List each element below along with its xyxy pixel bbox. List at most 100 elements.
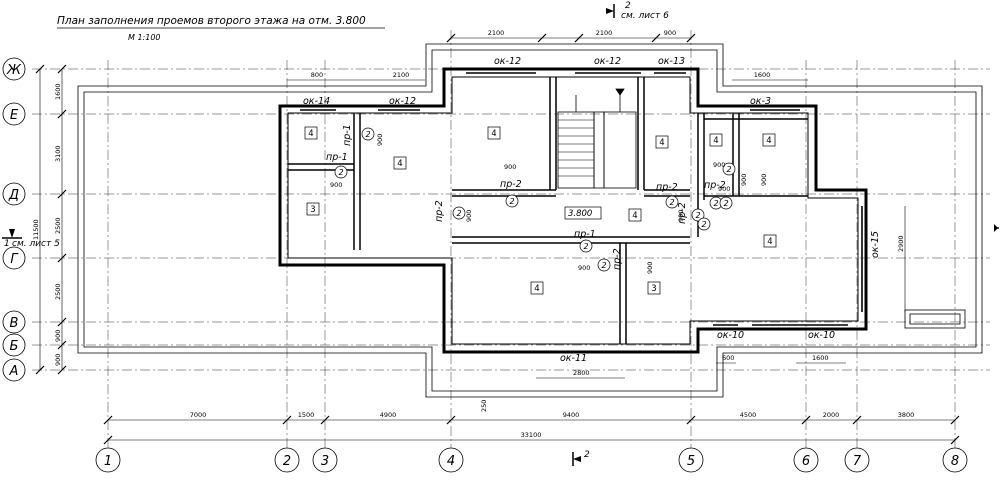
opening-dim: 900: [718, 185, 730, 193]
dim-250: 250: [480, 400, 488, 412]
window-label: ок-12: [494, 56, 521, 67]
door-label: пр-2: [677, 202, 688, 224]
dim-600: 600: [722, 354, 734, 362]
dim-2900: 2900: [897, 235, 905, 252]
room-tag: 4: [767, 237, 772, 247]
door-label: пр-2: [612, 248, 623, 270]
window-label: ок-14: [303, 96, 330, 107]
window-label: ок-13: [658, 56, 685, 67]
dim-bottom: 4900: [380, 411, 397, 419]
axis-label-v: В: [10, 316, 19, 331]
door-type-mark: 2: [601, 261, 606, 270]
axis-label-b: Б: [10, 339, 19, 354]
opening-dim: 900: [760, 174, 768, 186]
door-type-mark: 2: [726, 165, 731, 174]
axis-label-zh: Ж: [6, 63, 22, 78]
dim-bottom: 3800: [898, 411, 915, 419]
axis-label-a: А: [9, 364, 19, 379]
dim-bottom-total: 33100: [521, 431, 542, 439]
dim-right-top: 1600: [754, 71, 771, 79]
opening-dim: 900: [330, 181, 342, 189]
window-label: ок-11: [560, 353, 587, 364]
door-type-mark: 2: [583, 242, 588, 251]
opening-dim: 900: [578, 264, 590, 272]
dim-left: 1600: [54, 83, 62, 100]
axis-label-1: 1: [104, 454, 112, 469]
axis-label-6: 6: [802, 454, 810, 469]
exterior-walls: [278, 67, 868, 354]
axis-label-8: 8: [951, 454, 959, 469]
door-type-mark: 2: [509, 197, 514, 206]
dim-2800: 2800: [573, 369, 590, 377]
dim-bottom: 9400: [563, 411, 580, 419]
door-type-mark: 2: [713, 199, 718, 208]
opening-dim: 900: [740, 174, 748, 186]
section-number-left: 1: [4, 239, 10, 249]
drawing-scale: М 1:100: [128, 33, 161, 42]
door-type-mark: 2: [669, 198, 674, 207]
axis-label-g: Г: [10, 252, 19, 267]
section-number-top: 2: [625, 1, 631, 11]
dim-bottom: 7000: [190, 411, 207, 419]
door-type-mark: 2: [723, 199, 728, 208]
door-label: пр-2: [434, 200, 445, 222]
dim-top: 2100: [488, 29, 505, 37]
opening-dim: 900: [677, 210, 685, 222]
window-label: ок-12: [594, 56, 621, 67]
section-mark-right: [994, 224, 999, 232]
dim-left: 2500: [54, 217, 62, 234]
room-tag: 4: [713, 136, 718, 146]
level-mark: 3.800: [564, 206, 602, 220]
room-tag: 4: [534, 284, 539, 294]
door-label: пр-2: [656, 182, 678, 193]
axis-label-3: 3: [321, 454, 329, 469]
dim-bottom: 2000: [823, 411, 840, 419]
window-openings: [300, 72, 863, 353]
dim-bottom: 4500: [740, 411, 757, 419]
section-mark-bottom: 2: [572, 450, 590, 466]
dim-left: 3100: [54, 145, 62, 162]
drawing-title: План заполнения проемов второго этажа на…: [57, 15, 366, 27]
dim-left: 2500: [54, 283, 62, 300]
door-label: пр-1: [574, 229, 596, 240]
room-tag: 4: [632, 211, 637, 221]
dim-bottom: 1500: [298, 411, 315, 419]
room-tag: 3: [651, 284, 656, 294]
opening-dim: 900: [646, 262, 654, 274]
door-label: пр-1: [326, 152, 348, 163]
window-label: ок-15: [870, 231, 881, 258]
interior-walls: [288, 77, 808, 344]
door-type-mark: 2: [365, 130, 370, 139]
slab-outline: [77, 43, 983, 398]
door-label: пр-2: [704, 180, 726, 191]
room-tag: 4: [308, 129, 313, 139]
room-tag: 4: [491, 129, 496, 139]
staircase: [557, 88, 637, 189]
room-tag: 4: [397, 159, 402, 169]
door-label: пр-1: [342, 124, 353, 146]
dim-upper-left: 2100: [393, 71, 410, 79]
door-type-mark: 2: [456, 209, 461, 218]
axis-label-d: Д: [8, 188, 19, 203]
section-number-bottom: 2: [584, 450, 590, 460]
room-tag: 3: [310, 205, 315, 215]
door-type-mark: 2: [701, 220, 706, 229]
dim-top: 900: [664, 29, 676, 37]
window-label: ок-3: [750, 96, 771, 107]
axis-label-e: Е: [10, 108, 19, 123]
opening-dim: 900: [465, 210, 473, 222]
dim-top: 2100: [596, 29, 613, 37]
door-type-mark: 2: [338, 168, 343, 177]
dim-upper-left: 800: [311, 71, 323, 79]
sheet-ref-left: см. лист 5: [12, 239, 60, 249]
window-label: ок-10: [808, 330, 835, 341]
section-mark-left: 1 см. лист 5: [2, 229, 60, 249]
dim-left: 900: [54, 354, 62, 366]
dim-left-total: 11500: [32, 219, 40, 240]
door-label: пр-2: [500, 179, 522, 190]
dim-left: 900: [54, 330, 62, 342]
axis-label-7: 7: [853, 454, 862, 469]
dim-1600: 1600: [812, 354, 829, 362]
axis-label-5: 5: [687, 454, 695, 469]
